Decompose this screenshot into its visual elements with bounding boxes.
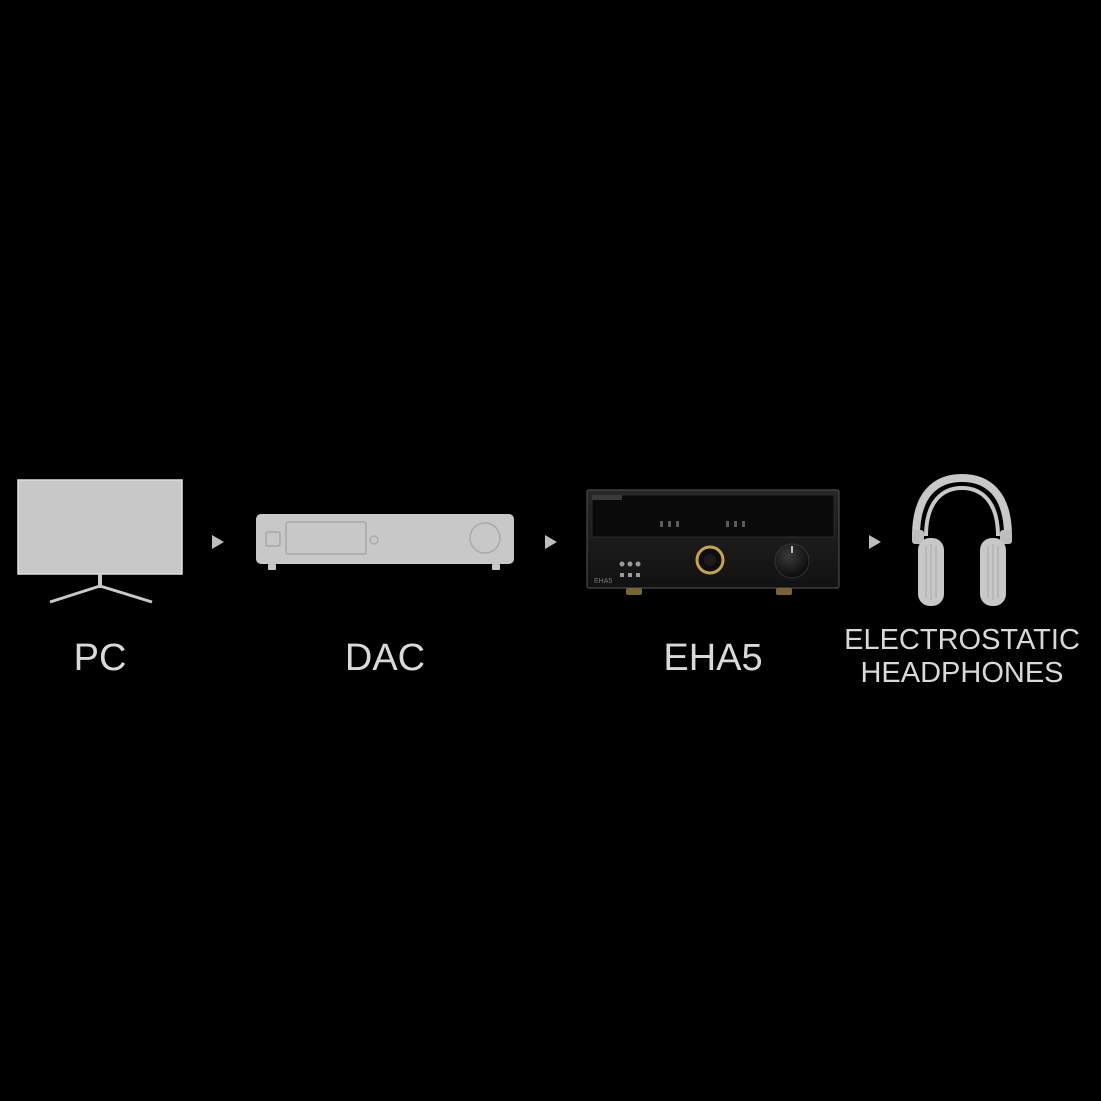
headphones-label-line2: HEADPHONES [860,657,1064,689]
dac-unit-icon [256,514,514,570]
eha5-amplifier-icon: EHA5 [586,489,840,595]
dac-label: DAC [344,637,426,679]
eha5-front-text: EHA5 [594,578,612,585]
monitor-icon [17,479,183,604]
arrow-dac-to-eha5-icon [545,535,557,549]
pc-label: PC [73,637,127,679]
headphones-icon [912,474,1012,606]
arrow-eha5-to-headphones-icon [869,535,881,549]
headphones-label-line1: ELECTROSTATIC [844,624,1080,656]
arrow-pc-to-dac-icon [212,535,224,549]
eha5-label: EHA5 [663,637,763,679]
